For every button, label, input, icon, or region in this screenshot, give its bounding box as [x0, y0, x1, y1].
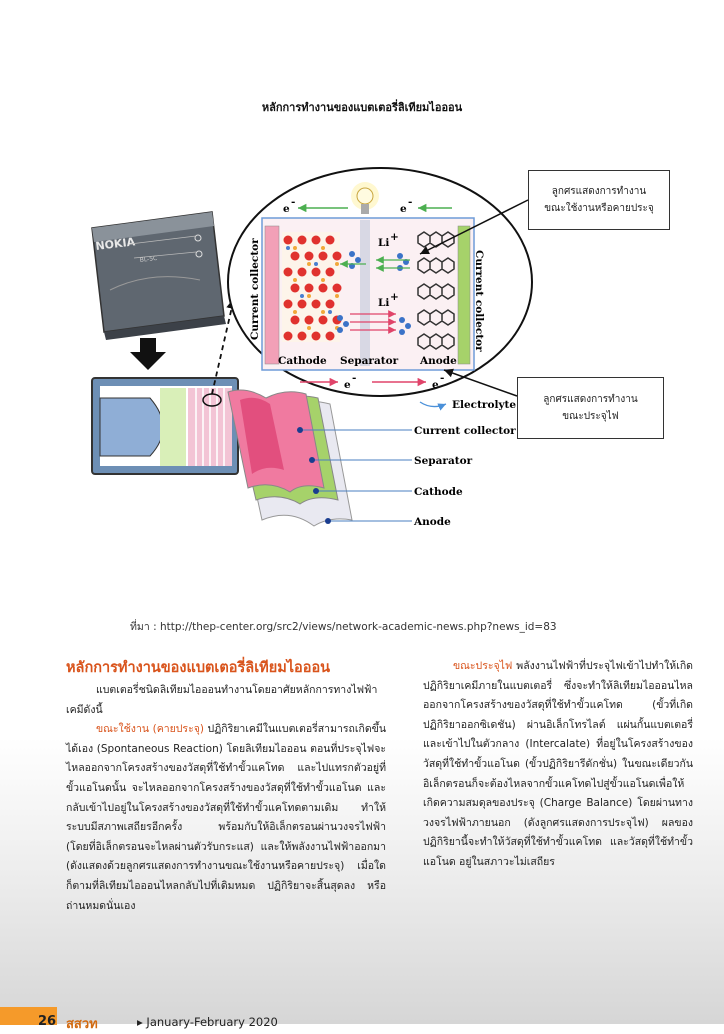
left-collector-label: Current collector	[249, 238, 261, 340]
column-left: แบตเตอรี่ชนิดลิเทียมไอออนทำงานโดยอาศัยหล…	[66, 681, 386, 916]
electron-label: e	[344, 379, 351, 391]
figure-title: หลักการทำงานของแบตเตอรี่ลิเทียมไอออน	[261, 101, 463, 114]
column-right: ขณะประจุไฟ พลังงานไฟฟ้าที่ประจุไฟเข้าไปท…	[423, 657, 693, 873]
battery-brand: NOKIA	[95, 235, 136, 253]
down-arrow-icon	[130, 338, 166, 370]
label-current-collector: Current collector	[414, 425, 516, 437]
electron-label: e	[400, 203, 407, 215]
svg-text:-: -	[352, 372, 356, 384]
li-ion-label: Li	[378, 297, 389, 309]
label-anode: Anode	[413, 516, 451, 528]
note-line: ลูกศรแสดงการทำงาน	[551, 186, 647, 197]
charge-lead: ขณะประจุไฟ	[453, 660, 513, 672]
svg-text:-: -	[440, 372, 444, 384]
battery-cross-section	[91, 377, 239, 475]
light-bulb-icon	[351, 182, 379, 214]
svg-text:-: -	[291, 196, 295, 208]
phone-battery-image: NOKIA BL-5C	[91, 211, 226, 340]
label-separator: Separator	[414, 455, 473, 467]
note-line: ขณะประจุไฟ	[562, 411, 619, 422]
right-collector-label: Current collector	[473, 250, 485, 352]
electron-label: e	[283, 203, 290, 215]
note-line: ลูกศรแสดงการทำงาน	[543, 394, 638, 405]
magnified-cell: e - e - Li + Li + Cathode Separator Anod…	[227, 167, 533, 397]
cathode-label: Cathode	[278, 355, 327, 367]
label-cathode: Cathode	[414, 486, 463, 498]
page-number: 26	[38, 1014, 57, 1029]
figure-source: ที่มา : http://thep-center.org/src2/view…	[130, 621, 557, 633]
separator-label: Separator	[340, 355, 399, 367]
issue-date: ▸ January-February 2020	[137, 1015, 278, 1029]
battery-diagram: NOKIA BL-5C Current collec	[91, 167, 533, 528]
discharge-paragraph: ขณะใช้งาน (คายประจุ) ปฏิกิริยาเคมีในแบตเ…	[66, 723, 386, 912]
discharge-lead: ขณะใช้งาน (คายประจุ)	[96, 723, 204, 736]
svg-text:+: +	[390, 291, 399, 303]
svg-text:+: +	[390, 231, 399, 243]
section-heading: หลักการทำงานของแบตเตอรี่ลิเทียมไอออน	[66, 660, 331, 676]
note-charge-arrow: ลูกศรแสดงการทำงาน ขณะประจุไฟ	[517, 377, 664, 439]
unrolled-layers	[227, 389, 353, 527]
battery-model: BL-5C	[139, 255, 157, 264]
page-tab	[0, 1007, 57, 1025]
electrolyte-label: Electrolyte	[452, 399, 516, 411]
note-discharge-arrow: ลูกศรแสดงการทำงาน ขณะใช้งานหรือคายประจุ	[528, 170, 670, 230]
anode-label: Anode	[419, 355, 457, 367]
intro-paragraph: แบตเตอรี่ชนิดลิเทียมไอออนทำงานโดยอาศัยหล…	[66, 684, 378, 716]
li-ion-label: Li	[378, 237, 389, 249]
charge-paragraph: ขณะประจุไฟ พลังงานไฟฟ้าที่ประจุไฟเข้าไปท…	[423, 660, 693, 868]
note-line: ขณะใช้งานหรือคายประจุ	[544, 203, 654, 214]
electron-label: e	[432, 379, 439, 391]
svg-text:-: -	[408, 196, 412, 208]
